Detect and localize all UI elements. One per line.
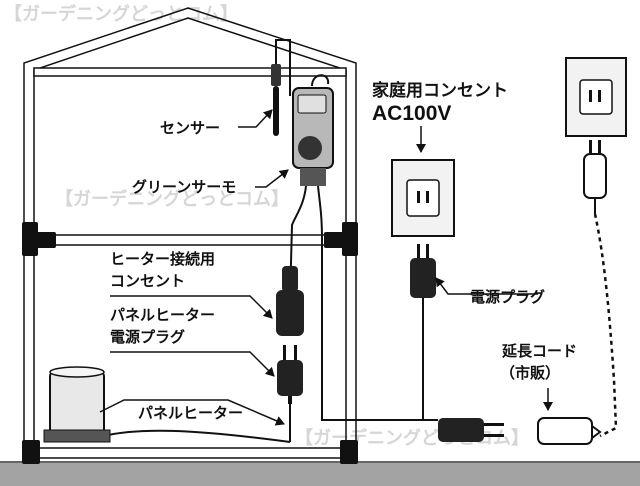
watermark-bottom: 【ガーデニングどっとコム】 (295, 427, 529, 449)
joint-left-mid-arm (36, 232, 56, 248)
ext-plug-prong-right (598, 140, 601, 156)
wall-outlet-slot-right (598, 90, 601, 102)
extension-cord-dashed (593, 213, 618, 438)
green-thermo-device (292, 87, 334, 186)
label-panel-plug-1: パネルヒーター (110, 306, 215, 324)
home-outlet (391, 159, 455, 237)
heater-outlet-socket (276, 290, 304, 336)
label-heater-outlet-2: コンセント (110, 272, 185, 290)
frame-inner (33, 17, 347, 462)
thermo-plug-prong-bottom (484, 434, 504, 437)
panel-heater-base (43, 429, 111, 443)
plug-prong-right (294, 345, 297, 361)
panel-plug-body (277, 360, 303, 396)
wall-outlet-slot-left (589, 90, 592, 102)
ext-socket-body (537, 417, 593, 445)
joint-left-mid (22, 222, 38, 256)
arrow-thermo (255, 169, 289, 188)
arrow-panel-heater (99, 399, 285, 426)
home-outlet-slot-right (426, 191, 429, 203)
home-outlet-face (406, 179, 440, 217)
watermark-middle: 【ガーデニングどっとコム】 (55, 188, 289, 210)
sensor-probe (271, 64, 281, 136)
arrow-power-plug (435, 277, 538, 295)
ext-socket-tail (591, 425, 602, 439)
sensor-rod (273, 86, 279, 136)
ext-plug-prong-left (589, 140, 592, 156)
power-plug-body (410, 258, 436, 298)
label-power-plug: 電源プラグ (470, 288, 545, 306)
thermo-power-plug (438, 418, 504, 442)
heater-to-plug-cable (89, 429, 291, 443)
label-ext-cord-1: 延長コード (501, 342, 577, 360)
plug-prong-left (283, 345, 286, 361)
watermark-top: 【ガーデニングどっとコム】 (4, 3, 238, 25)
top-beam (33, 67, 347, 77)
joint-right-mid-arm (324, 232, 344, 248)
label-panel-heater: パネルヒーター (138, 404, 243, 422)
extension-socket (537, 417, 602, 445)
panel-heater-pot (49, 371, 105, 435)
heater-outlet-plug (276, 266, 304, 336)
leader-lines (99, 109, 553, 426)
label-ext-cord-2: （市販） (500, 364, 560, 382)
shelf-beam (33, 234, 347, 246)
joint-right-mid (342, 222, 358, 256)
thermo-connector (300, 168, 326, 186)
ground (0, 462, 640, 486)
label-panel-plug-2: 電源プラグ (110, 328, 185, 346)
power-plug (410, 244, 436, 420)
panel-heater-rim (49, 366, 105, 378)
joint-left-bottom (22, 440, 40, 464)
label-green-thermo: グリーンサーモ (132, 178, 236, 196)
greenhouse-frame (23, 7, 357, 462)
thermo-to-outlet-cable (289, 185, 307, 301)
heater-outlet-neck (282, 266, 298, 292)
label-home-outlet-2: AC100V (372, 102, 451, 125)
thermo-plug-prong-top (484, 423, 504, 426)
thermo-power-cable (317, 185, 438, 421)
power-plug-prong-left (417, 244, 420, 260)
arrow-sensor (238, 109, 273, 128)
wall-outlet (565, 57, 627, 137)
power-plug-prong-right (426, 244, 429, 260)
thermo-dial (298, 136, 322, 160)
floor-beam (33, 447, 347, 459)
frame-outer (23, 7, 357, 462)
thermo-plug-body (438, 418, 484, 442)
label-heater-outlet-1: ヒーター接続用 (110, 250, 215, 268)
home-outlet-slot-left (417, 191, 420, 203)
joint-right-bottom (340, 440, 358, 464)
sensor-cable (275, 39, 291, 96)
extension-plug-top (583, 140, 607, 214)
arrow-heater-outlet (110, 295, 273, 319)
label-home-outlet-1: 家庭用コンセント (372, 80, 508, 101)
sensor-head (271, 64, 281, 86)
ext-plug-body (583, 153, 607, 199)
panel-heater-unit (43, 366, 111, 443)
label-sensor: センサー (160, 119, 220, 137)
thermo-display (297, 94, 327, 114)
panel-heater-plug (277, 345, 303, 404)
frame-joints (22, 222, 358, 464)
arrow-panel-plug (110, 351, 275, 377)
wall-outlet-face (579, 79, 613, 115)
hook-icon (311, 74, 330, 87)
